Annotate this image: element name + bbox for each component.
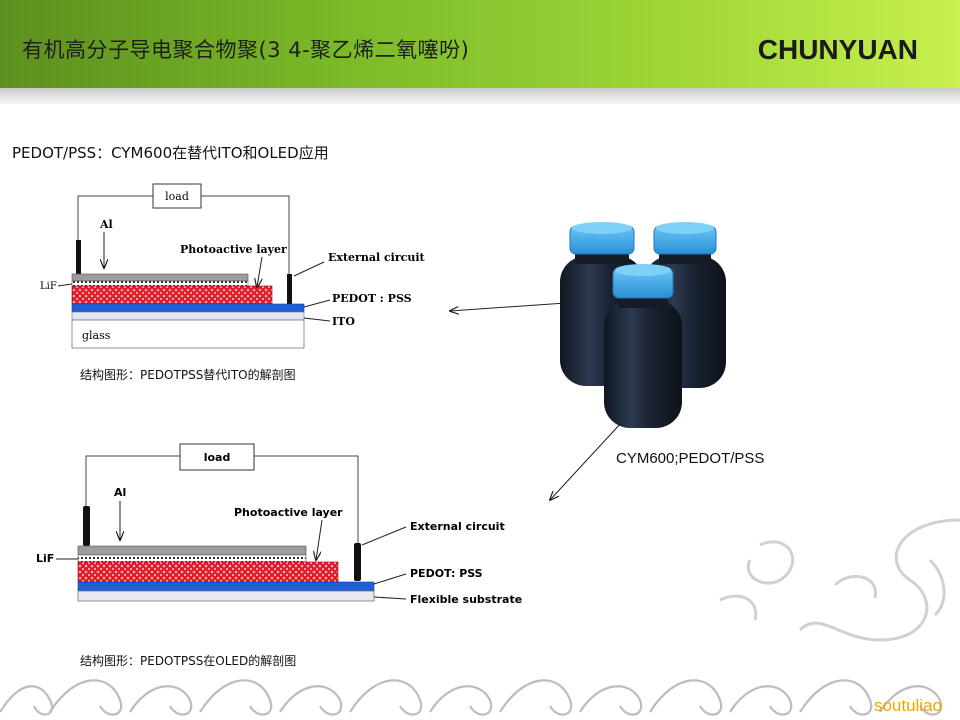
circuit-wire-left bbox=[77, 195, 153, 242]
al-layer-2 bbox=[77, 545, 307, 556]
watermark-text: soutuliao bbox=[873, 696, 942, 715]
header-bar bbox=[0, 0, 960, 88]
pedot-label: PEDOT : PSS bbox=[332, 292, 412, 305]
glass-label: glass bbox=[82, 329, 111, 342]
lif-layer bbox=[71, 280, 249, 287]
load-box-2 bbox=[179, 443, 255, 471]
diagram-oled: load Al Photoactive layer External circu… bbox=[36, 443, 522, 606]
glass-substrate bbox=[71, 319, 305, 349]
diagram-ito-replacement: load Al Photoactive layer External circu… bbox=[40, 183, 425, 349]
al-label-2: Al bbox=[114, 486, 126, 499]
photoactive-label-2: Photoactive layer bbox=[234, 506, 343, 519]
arrow-to-diagram-2 bbox=[550, 421, 623, 500]
pedot-layer bbox=[71, 303, 305, 313]
slide-title: 有机高分子导电聚合物聚(3 4-聚乙烯二氧噻吩) bbox=[22, 38, 470, 62]
arrow-to-diagram-1 bbox=[450, 302, 567, 311]
pedot-label-2: PEDOT: PSS bbox=[410, 567, 483, 580]
header-shadow bbox=[0, 88, 960, 104]
brand-logo-text: CHUNYUAN bbox=[757, 34, 918, 65]
external-circuit-label-2: External circuit bbox=[410, 520, 505, 533]
load-label: load bbox=[165, 190, 189, 203]
electrode-left-2 bbox=[83, 506, 90, 546]
external-circuit-label: External circuit bbox=[328, 251, 425, 264]
load-label-2: load bbox=[204, 451, 231, 464]
diagram-1-caption: 结构图形：PEDOTPSS替代ITO的解剖图 bbox=[80, 368, 296, 382]
photoactive-layer-2 bbox=[77, 561, 339, 583]
electrode-right-2 bbox=[354, 543, 361, 581]
al-label: Al bbox=[99, 218, 113, 231]
ito-layer bbox=[71, 311, 305, 321]
photoactive-layer bbox=[71, 285, 273, 305]
product-label: CYM600;PEDOT/PSS bbox=[616, 450, 765, 467]
dragon-decoration bbox=[719, 518, 960, 642]
circuit-wire-right bbox=[201, 195, 290, 276]
wave-pattern-border bbox=[0, 679, 943, 716]
electrode-right bbox=[287, 274, 292, 306]
diagram-2-caption: 结构图形：PEDOTPSS在OLED的解剖图 bbox=[80, 654, 297, 668]
lif-label-2: LiF bbox=[36, 552, 54, 565]
al-layer bbox=[71, 273, 249, 282]
bottle-front bbox=[604, 264, 682, 428]
photoactive-label: Photoactive layer bbox=[180, 243, 287, 256]
electrode-left bbox=[76, 240, 81, 274]
product-bottles-image bbox=[560, 222, 726, 428]
flexible-substrate bbox=[77, 590, 375, 602]
lif-label: LiF bbox=[40, 281, 57, 292]
ito-label: ITO bbox=[332, 315, 355, 328]
slide-subtitle: PEDOT/PSS：CYM600在替代ITO和OLED应用 bbox=[12, 144, 329, 162]
flexible-substrate-label: Flexible substrate bbox=[410, 593, 522, 606]
lif-layer-2 bbox=[77, 554, 307, 563]
load-box bbox=[152, 183, 202, 209]
pedot-layer-2 bbox=[77, 581, 375, 592]
circuit-wire-left-2 bbox=[85, 455, 180, 510]
circuit-wire-right-2 bbox=[254, 455, 359, 545]
